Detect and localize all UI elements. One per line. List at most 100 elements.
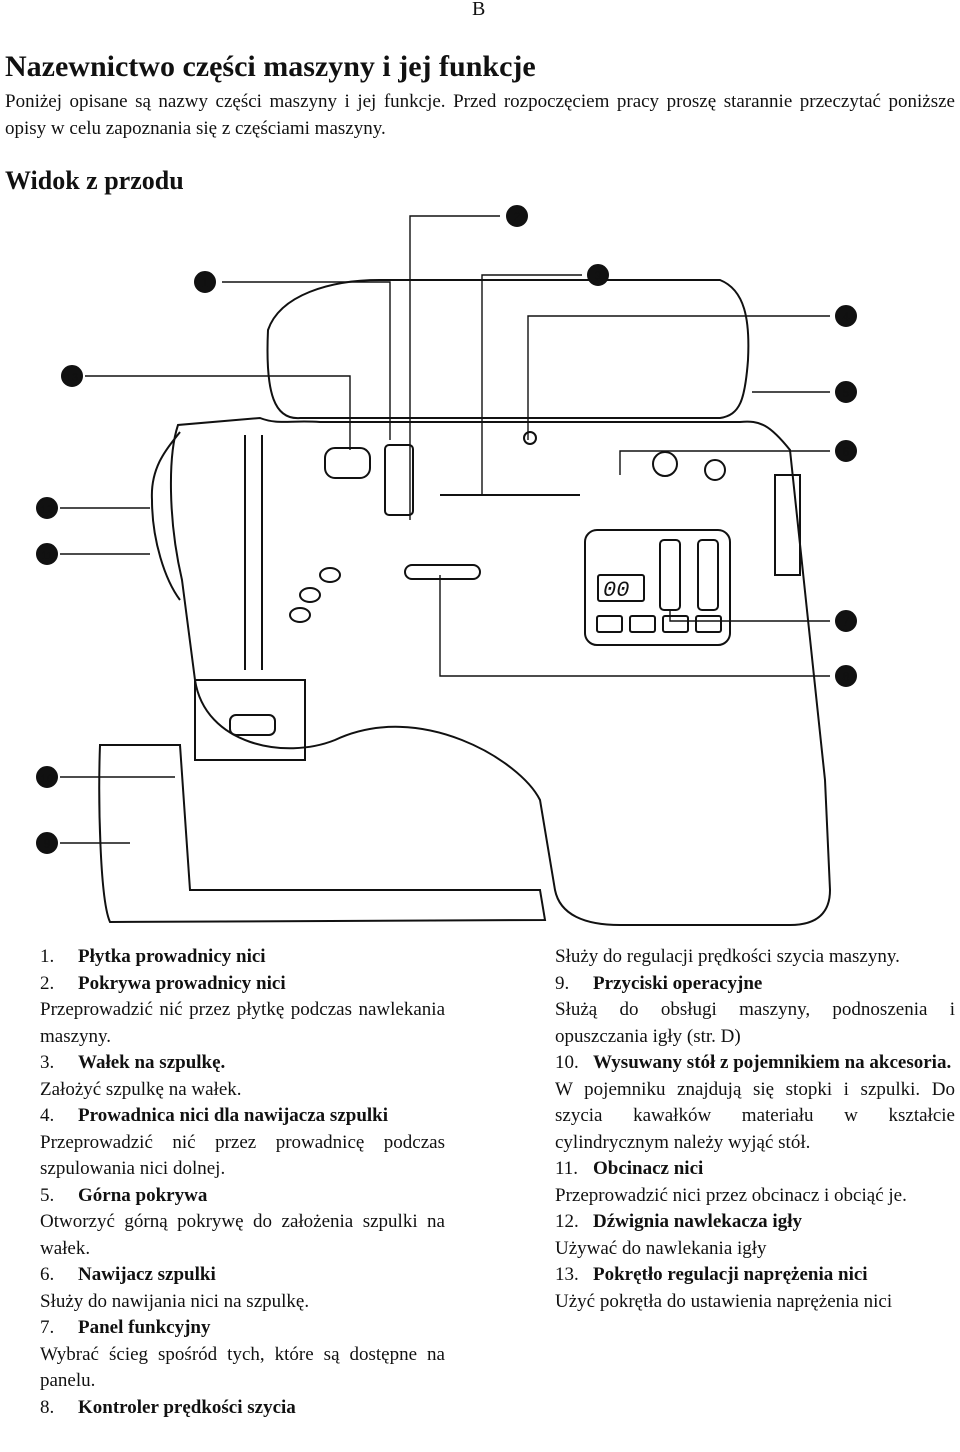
parts-list-left: 1. Płytka prowadnicy nici 2. Pokrywa prowa… [40,944,445,1421]
led-readout: 00 [603,578,629,603]
item-description: Założyć szpulkę na wałek. [40,1078,242,1100]
item-name: Pokrętło regulacji naprężenia nici [593,1264,868,1285]
panel-button-1 [596,615,623,633]
callout-9: 9 [36,832,58,854]
callout-1: 1 [194,271,216,293]
callout-7: 7 [835,610,857,632]
panel-button-4 [695,615,722,633]
side-panel [774,474,801,576]
speed-slider-left [659,539,681,611]
callout-5: 5 [835,381,857,403]
needle-plate [194,679,306,761]
callout-12: 12 [36,497,58,519]
item-description: Przeprowadzić nić przez płytkę podczas n… [40,999,445,1047]
item-name: Przyciski operacyjne [593,972,763,994]
list-item: 5. Górna pokrywa Otworzyć górną pokrywę d… [40,1183,445,1263]
svg-text:12: 12 [41,504,53,516]
item-name: Płytka prowadnicy nici [78,946,266,967]
item-description: W pojemniku znajdują się stopki i szpulk… [555,1078,955,1153]
item-number: 6. [40,1264,55,1285]
svg-text:4: 4 [842,309,849,324]
item-description: Służy do nawijania nici na szpulkę. [40,1290,310,1312]
item-number: 1. [40,946,55,967]
bobbin-winder [652,451,678,477]
op-button-3 [289,607,311,623]
svg-text:2: 2 [513,209,520,224]
callout-6: 6 [835,440,857,462]
item-number: 12. [555,1211,579,1232]
item-name: Nawijacz szpulki [78,1264,216,1285]
item-name: Pokrywa prowadnicy nici [78,972,286,994]
item-name: Panel funkcyjny [78,1317,211,1338]
item-number: 3. [40,1052,55,1073]
svg-text:1: 1 [201,275,208,290]
callout-2: 2 [506,205,528,227]
item-name: Górna pokrywa [78,1184,208,1206]
callout-10: 10 [36,766,58,788]
panel-button-2 [629,615,656,633]
item-number: 9. [555,972,570,994]
list-item: 6. Nawijacz szpulki Służy do nawijania ni… [40,1262,445,1315]
svg-text:3: 3 [594,268,601,283]
list-item: 2. Pokrywa prowadnicy nici Przeprowadzić … [40,971,445,1051]
item-description: Wybrać ścieg spośród tych, które są dost… [40,1343,445,1392]
led-display [597,574,645,602]
list-item: 10. Wysuwany stół z pojemnikiem na akceso… [555,1050,955,1156]
item-description: Przeprowadzić nić przez prowadnicę podcz… [40,1131,445,1180]
op-button-1 [319,567,341,583]
svg-text:7: 7 [842,614,849,629]
item-number: 7. [40,1317,55,1338]
leader-lines [60,215,830,844]
item-name: Wałek na szpulkę. [78,1052,226,1073]
panel-button-3 [662,615,689,633]
intro-paragraph: Poniżej opisane są nazwy części maszyny … [5,91,955,139]
item-number: 2. [40,972,55,994]
page-title: Nazewnictwo części maszyny i jej funkcje [5,50,536,83]
item-description: Otworzyć górną pokrywę do założenia szpu… [40,1211,445,1259]
item-name: Dźwignia nawlekacza igły [593,1211,802,1232]
item-description: Przeprowadzić nici przez obcinacz i obci… [555,1184,907,1206]
list-item: 7. Panel funkcyjny Wybrać ścieg spośród t… [40,1315,445,1395]
bobbin-winder-stopper [704,459,726,481]
svg-text:8: 8 [842,669,849,684]
sewing-machine-diagram: 00 1 2 3 4 5 6 7 8 [36,205,857,926]
tension-dial [324,447,371,479]
item-description: Służą do obsługi maszyny, podnoszenia i … [555,999,955,1047]
list-item: 3. Wałek na szpulkę. Założyć szpulkę na w… [40,1050,445,1103]
item-8-description: Służy do regulacji prędkości szycia masz… [555,946,900,967]
bed-outline [98,744,547,924]
list-item: 4.Prowadnica nici dla nawijacza szpulki … [40,1103,445,1183]
callout-13: 13 [61,365,83,387]
callout-8: 8 [835,665,857,687]
top-cover [266,279,750,420]
item-number: 10. [555,1052,579,1073]
svg-text:10: 10 [41,773,53,785]
slide-control [404,564,481,580]
parts-list-right: Służy do regulacji prędkości szycia masz… [555,944,955,1315]
item-name: Obcinacz nici [593,1158,704,1179]
item-number: 8. [40,1396,55,1418]
svg-text:11: 11 [41,550,52,562]
item-name: Wysuwany stół z pojemnikiem na akcesoria… [593,1052,952,1073]
svg-text:13: 13 [66,372,78,384]
item-name: Prowadnica nici dla nawijacza szpulki [78,1105,389,1126]
section-title: Widok z przodu [5,166,184,195]
list-item: 12. Dźwignia nawlekacza igły Używać do na… [555,1209,955,1262]
svg-text:6: 6 [842,444,849,459]
page-letter: B [472,0,486,20]
item-description: Użyć pokrętła do ustawienia naprężenia n… [555,1290,893,1312]
bobbin-cover [229,714,276,736]
spool-pin [523,431,537,445]
svg-text:5: 5 [842,385,849,400]
list-item: 13.Pokrętło regulacji naprężenia nici Uż… [555,1262,955,1315]
item-description: Używać do nawlekania igły [555,1237,767,1259]
item-number: 5. [40,1184,55,1206]
thread-guide-plate [384,444,414,516]
list-item: 1. Płytka prowadnicy nici [40,944,445,971]
list-item: 9. Przyciski operacyjne Służą do obsługi … [555,971,955,1051]
callout-4: 4 [835,305,857,327]
item-name: Kontroler prędkości szycia [78,1396,296,1418]
list-item: 11.Obcinacz nici Przeprowadzić nici prze… [555,1156,955,1209]
callout-11: 11 [36,543,58,565]
arm-outline [150,431,181,601]
